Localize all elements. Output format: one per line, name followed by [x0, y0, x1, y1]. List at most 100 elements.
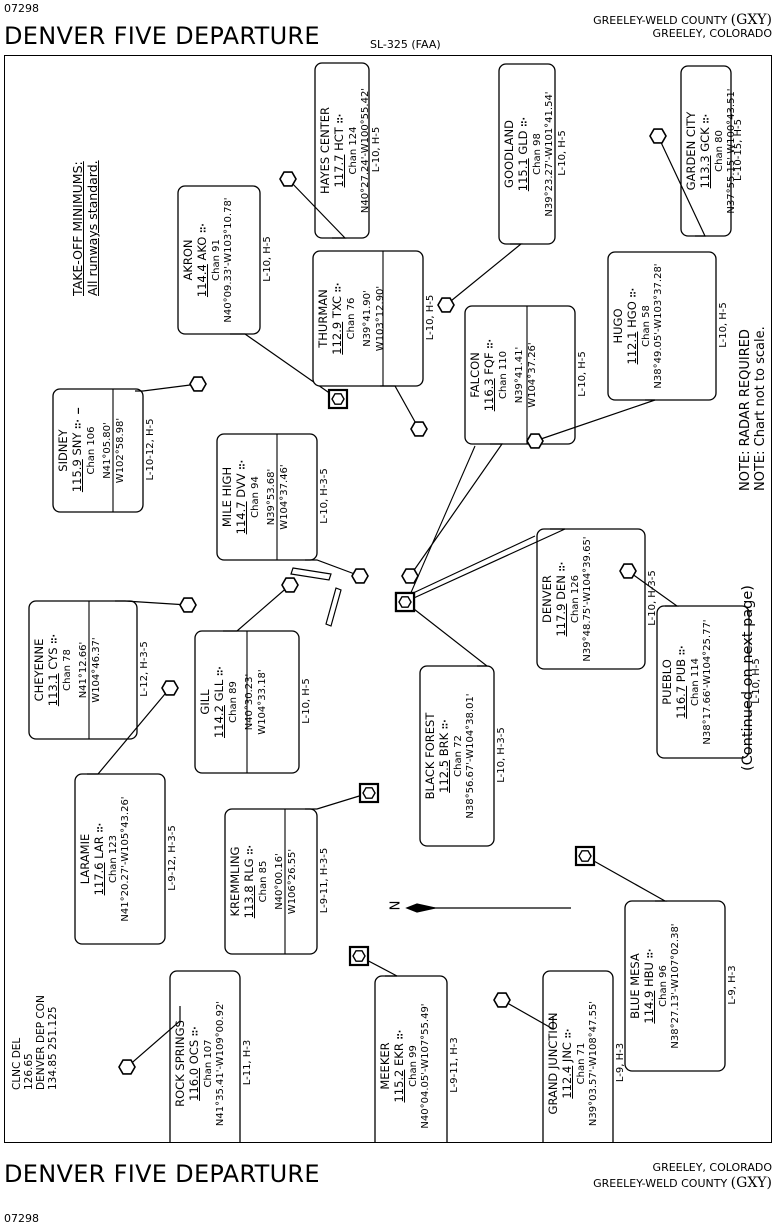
vortac-icon-box	[327, 388, 349, 410]
navaid-freq-line: 116.7 PUB ∷·	[674, 610, 690, 754]
navaid-ident: BRK	[437, 729, 452, 760]
navaid-leader-line	[380, 385, 420, 430]
navaid-coordinates: N39°53.68'	[266, 468, 278, 526]
navaid-freq-line: 112.1 HGO ∷·	[625, 256, 641, 396]
navaid-ident: HCT	[332, 123, 347, 155]
takeoff-minimums: TAKE-OFF MINIMUMS: All runways standard.	[70, 160, 100, 296]
clnc-del-freq: 126.65	[23, 1053, 36, 1090]
navaid-ident: DVV	[234, 469, 249, 502]
navaid-ident: HGO	[625, 297, 640, 332]
navaid-freq-line: 117.6 LAR ∷·	[92, 778, 108, 940]
vortac-icon	[179, 597, 197, 613]
dep-con-freq: 134.85 251.125	[47, 1006, 60, 1091]
morse-code-icon: ∷·	[563, 1028, 575, 1039]
vortac-icon-box	[358, 782, 380, 804]
navaid-coordinates: N39°03.57'-W108°47.55'	[588, 1000, 600, 1127]
vortac-icon	[331, 393, 345, 405]
morse-code-icon: ∷·	[245, 844, 257, 855]
navaid-frequency: 116.0	[187, 1067, 202, 1101]
morse-code-icon: ∷·	[677, 645, 689, 656]
vortac-icon-box	[574, 845, 596, 867]
navaid-leader-line	[305, 792, 370, 810]
chart-graphics	[28, 62, 750, 1142]
navaid-box	[312, 250, 424, 387]
navaid-freq-line: 114.2 GLL ∷·	[212, 635, 228, 769]
navaid-coordinates: N38°17.66'-W104°25.77'	[702, 619, 714, 745]
navaid-name: GOODLAND	[502, 120, 516, 188]
navaid-coordinates: W104°33.18'	[256, 669, 268, 735]
clnc-del-label: CLNC DEL	[11, 1037, 23, 1090]
morse-code-icon: ∷·	[335, 113, 347, 124]
navaid-name: MILE HIGH	[220, 466, 234, 528]
navaid-frequency: 117.6	[92, 862, 107, 896]
navaid-freq-line: 115.9 SNY ∷· –	[70, 393, 86, 508]
navaid-freq-line: 117.9 DEN ∷·	[554, 533, 570, 665]
navaid-freq-line: 116.3 FQF ∷·	[482, 310, 498, 440]
navaid-coordinates: N41°05.80'	[102, 422, 114, 479]
navaid-ident: EKR	[392, 1039, 407, 1070]
chart-id-bottom: 07298	[4, 1212, 39, 1225]
navaid-name: SIDNEY	[56, 429, 70, 472]
navaid-frequency: 113.8	[242, 885, 257, 919]
navaid-ident: PUB	[674, 655, 689, 686]
navaid-leader-line	[404, 528, 566, 603]
continued-note: (Continued on next page)	[740, 585, 756, 771]
navaid-leader-line	[305, 559, 361, 577]
navaid-frequency: 114.9	[642, 990, 657, 1024]
morse-code-icon: ∷·	[215, 665, 227, 677]
navaid-ident: RLG	[242, 854, 257, 886]
navaid-channel: Chan 58	[640, 305, 652, 347]
navaid-leader-line	[445, 243, 523, 306]
navaid-box	[464, 305, 576, 445]
vortac-icon	[362, 787, 376, 799]
navaid-name: MEEKER	[378, 1042, 392, 1090]
vortac-icon-box	[348, 945, 370, 967]
navaid-chart-refs: L-10-15, H-5	[733, 119, 744, 181]
navaid-coordinates: N38°56.67'-W104°38.01'	[465, 693, 477, 819]
navaid-ident: GLD	[516, 126, 531, 159]
morse-code-icon: ∷·	[440, 719, 452, 730]
navaid-name: DENVER	[540, 575, 554, 623]
vortac-icon-box	[394, 591, 416, 613]
navaid-name: CHEYENNE	[32, 638, 46, 702]
notes: NOTE: RADAR REQUIRED NOTE: Chart not to …	[738, 326, 768, 491]
navaid-chart-refs: L-10, H-5	[262, 236, 273, 282]
navaid-frequency: 115.9	[70, 459, 85, 493]
morse-code-icon: ∷·	[628, 287, 640, 298]
navaid-channel: Chan 106	[85, 426, 97, 475]
navaid-frequency: 112.9	[330, 321, 345, 355]
navaid-leader-line	[404, 601, 489, 667]
navaid-frequency: 115.1	[516, 158, 531, 192]
morse-code-icon: ∷·	[190, 1026, 202, 1037]
morse-code-icon: ∷·	[557, 561, 569, 572]
navaid-name: AKRON	[181, 239, 195, 281]
navaid-box	[224, 808, 318, 955]
navaid-ident: AKO	[195, 232, 210, 265]
navaid-name: THURMAN	[316, 289, 330, 348]
navaid-freq-line: 115.2 EKR ∷·	[392, 980, 408, 1142]
airport-name: GREELEY-WELD COUNTY	[593, 14, 728, 27]
navaid-freq-line: 114.4 AKO ∷·	[195, 190, 211, 330]
navaid-ident: OCS	[187, 1036, 202, 1068]
airport-id: (GXY)	[730, 12, 772, 28]
navaid-frequency: 112.4	[560, 1065, 575, 1099]
navaid-coordinates: N40°30.23'	[244, 673, 256, 731]
vortac-icon	[619, 563, 637, 579]
note-scale: NOTE: Chart not to scale.	[753, 326, 768, 491]
navaid-leader-line	[126, 1006, 181, 1068]
navaid-frequency: 114.4	[195, 264, 210, 298]
navaid-channel: Chan 110	[497, 350, 509, 400]
navaid-ident: LAR	[92, 832, 107, 863]
morse-code-icon: ∷·	[95, 822, 107, 833]
navaid-box	[374, 975, 448, 1142]
navaid-coordinates: N41°35.41'-W109°00.92'	[215, 1000, 227, 1127]
